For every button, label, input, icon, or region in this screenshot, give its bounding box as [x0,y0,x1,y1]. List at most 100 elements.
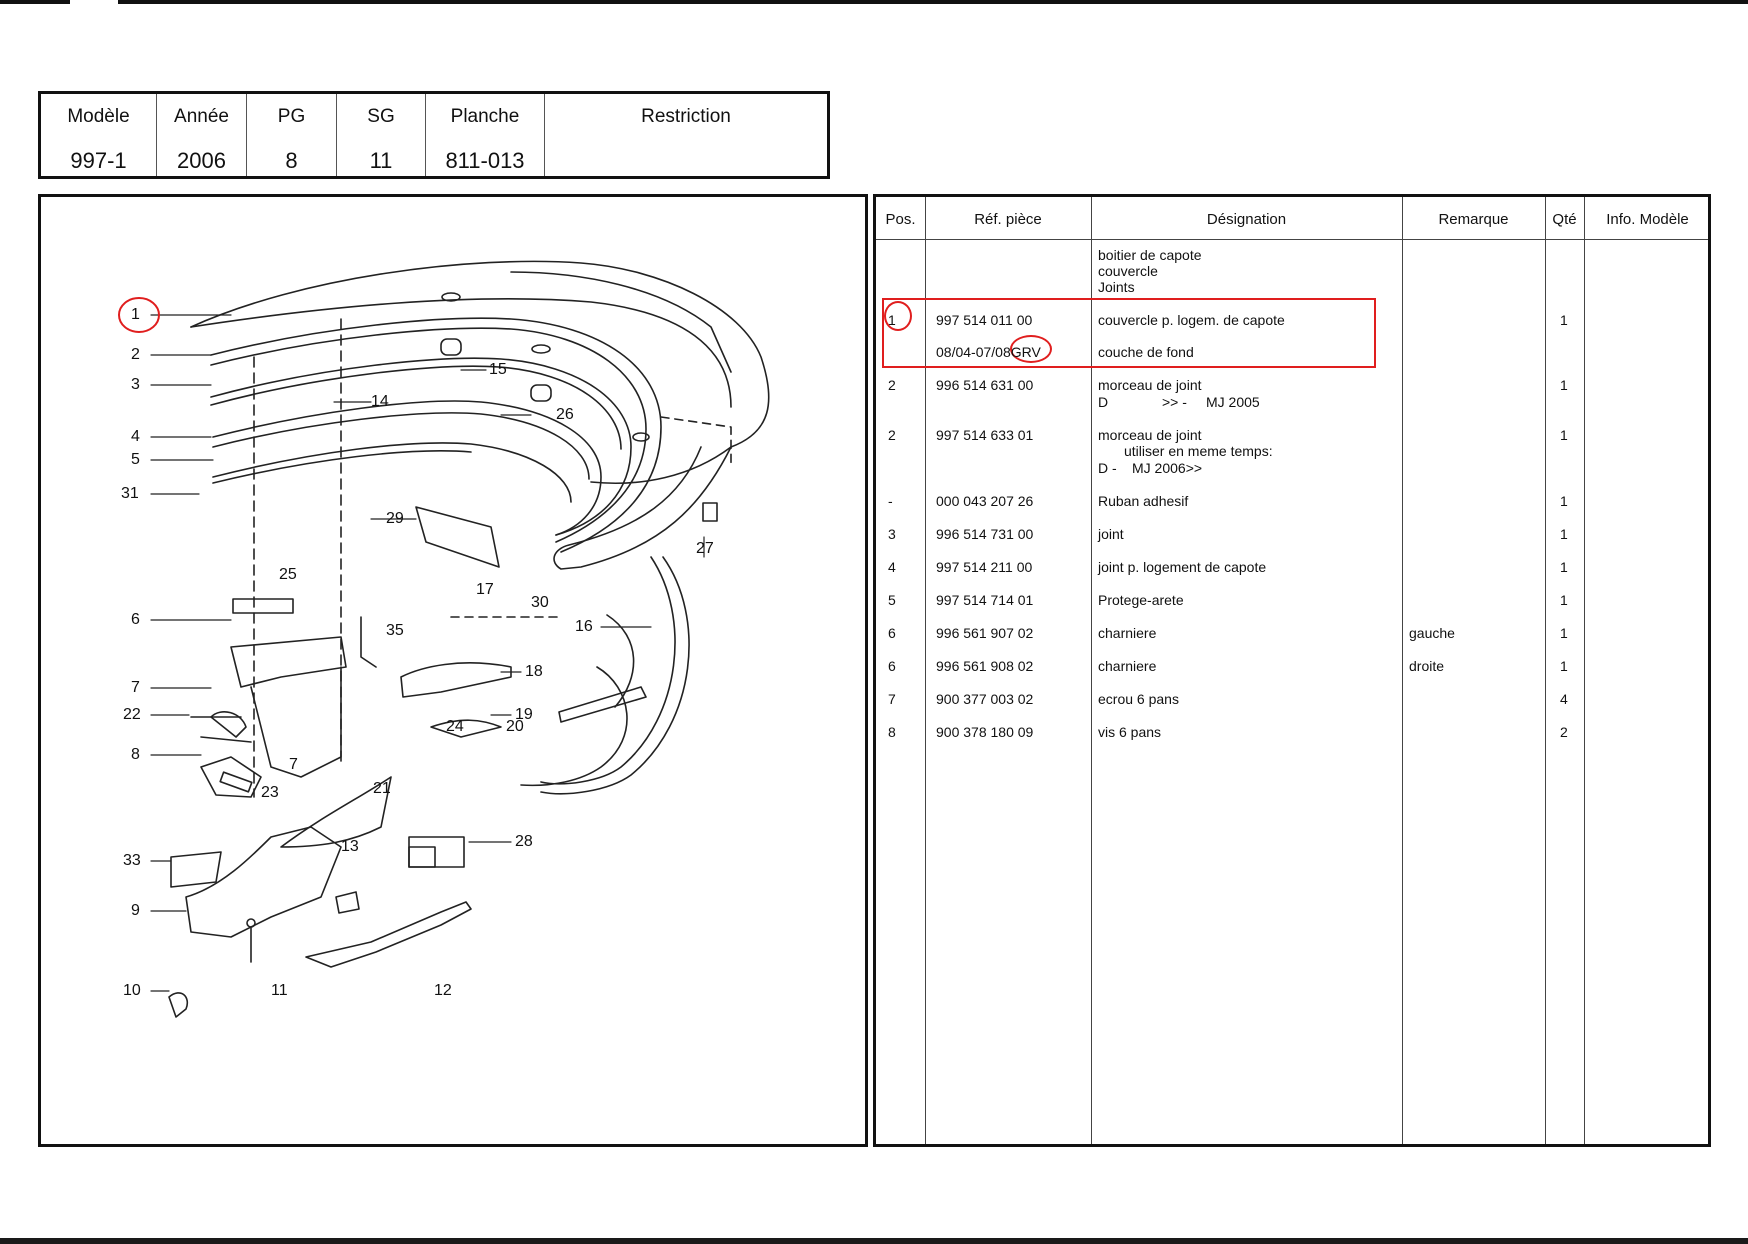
callout-label: 15 [489,361,507,378]
cell-designation: couvercle p. logem. de capote [1098,312,1285,328]
callout-label: 25 [279,566,297,583]
callout-label: 30 [531,594,549,611]
note-text: D [1098,394,1109,410]
column-divider [1545,197,1546,1144]
callout-label: 8 [131,746,140,763]
group-title-line: boitier de capote [1098,247,1202,263]
callout-label: 21 [373,780,391,797]
cell-pos: 5 [888,592,896,608]
callout-label: 18 [525,663,543,680]
header-value: 811-013 [445,148,525,173]
cell-remarque: gauche [1409,625,1455,641]
callout-label: 14 [371,393,389,410]
parts-list-table: Pos. Réf. pièce Désignation Remarque Qté… [873,194,1711,1147]
callout-label: 23 [261,784,279,801]
header-label: Planche [450,106,520,127]
callout-label: 16 [575,618,593,635]
cell-ref: 996 514 731 00 [936,526,1034,542]
cell-designation: charniere [1098,658,1157,674]
callout-label: 3 [131,376,140,393]
cell-pos: 1 [888,312,896,328]
cell-designation: charniere [1098,625,1157,641]
cell-designation: vis 6 pans [1098,724,1162,740]
callout-label: 17 [476,581,494,598]
header-label: Modèle [67,106,130,127]
cell-pos: 4 [888,559,896,575]
cell-qte: 1 [1560,592,1568,608]
header-value: 8 [285,148,298,173]
exploded-parts-diagram: 1 2 3 4 5 31 25 6 7 22 8 23 7 29 17 30 3… [38,194,868,1147]
callout-label: 6 [131,611,140,628]
column-header-remarque: Remarque [1438,211,1509,228]
callout-label: 29 [386,510,404,527]
note-text: D - [1098,460,1117,476]
scan-edge-mark [0,1238,1748,1244]
callout-label: 35 [386,622,404,639]
cell-designation: joint [1098,526,1124,542]
cell-pos: 2 [888,377,896,393]
cell-ref: 08/04-07/08GRV [936,344,1041,360]
header-label: PG [277,106,306,127]
cell-ref: 900 378 180 09 [936,724,1034,740]
callout-label: 10 [123,982,141,999]
callout-label: 4 [131,428,140,445]
cell-pos: 6 [888,658,896,674]
callout-label: 7 [289,756,298,773]
scan-edge-mark [0,0,70,4]
callout-label: 13 [341,838,359,855]
callout-label: 22 [123,706,141,723]
cell-qte: 1 [1560,377,1568,393]
callout-label: 31 [121,485,139,502]
cell-pos: 2 [888,427,896,443]
cell-qte: 1 [1560,658,1568,674]
header-divider [876,239,1708,240]
header-value: 2006 [177,148,226,173]
cell-qte: 2 [1560,724,1568,740]
scan-edge-mark [118,0,1748,4]
cell-pos: 3 [888,526,896,542]
cell-qte: 1 [1560,493,1568,509]
callout-label: 24 [446,718,464,735]
note-text: MJ 2005 [1206,394,1260,410]
callout-label: 26 [556,406,574,423]
cell-ref: 997 514 633 01 [936,427,1034,443]
column-header-info: Info. Modèle [1606,211,1689,228]
header-label: Restriction [641,106,731,127]
callout-label: 7 [131,679,140,696]
cell-designation: ecrou 6 pans [1098,691,1179,707]
highlight-box [882,298,1376,368]
callout-label: 20 [506,718,524,735]
cell-ref: 996 514 631 00 [936,377,1034,393]
callout-label: 28 [515,833,533,850]
cell-qte: 4 [1560,691,1568,707]
cell-ref: 997 514 011 00 [936,312,1033,328]
callout-label: 1 [131,306,140,323]
callout-label: 5 [131,451,140,468]
note-text: >> - [1162,394,1187,410]
callout-label: 12 [434,982,452,999]
cell-ref: 997 514 211 00 [936,559,1033,575]
group-title-line: couvercle [1098,263,1158,279]
cell-ref: 900 377 003 02 [936,691,1034,707]
column-header-qte: Qté [1552,211,1577,228]
cell-pos: 8 [888,724,896,740]
cell-designation: joint p. logement de capote [1098,559,1267,575]
cell-qte: 1 [1560,559,1568,575]
header-cell-sg: SG 11 [337,94,426,176]
column-header-ref: Réf. pièce [974,211,1042,228]
column-header-designation: Désignation [1206,211,1287,228]
cell-qte: 1 [1560,625,1568,641]
column-header-pos: Pos. [885,211,916,228]
header-cell-restriction: Restriction [545,94,827,176]
callout-label: 27 [696,540,714,557]
annotation-circle [884,301,912,331]
cell-designation: morceau de joint [1098,427,1202,443]
header-cell-modele: Modèle 997-1 [41,94,157,176]
group-title-line: Joints [1098,279,1135,295]
cell-pos: 7 [888,691,896,707]
callout-label: 11 [271,982,288,999]
header-cell-annee: Année 2006 [157,94,247,176]
model-header-table: Modèle 997-1 Année 2006 PG 8 SG 11 Planc… [38,91,830,179]
cell-remarque: droite [1409,658,1445,674]
header-cell-pg: PG 8 [247,94,337,176]
